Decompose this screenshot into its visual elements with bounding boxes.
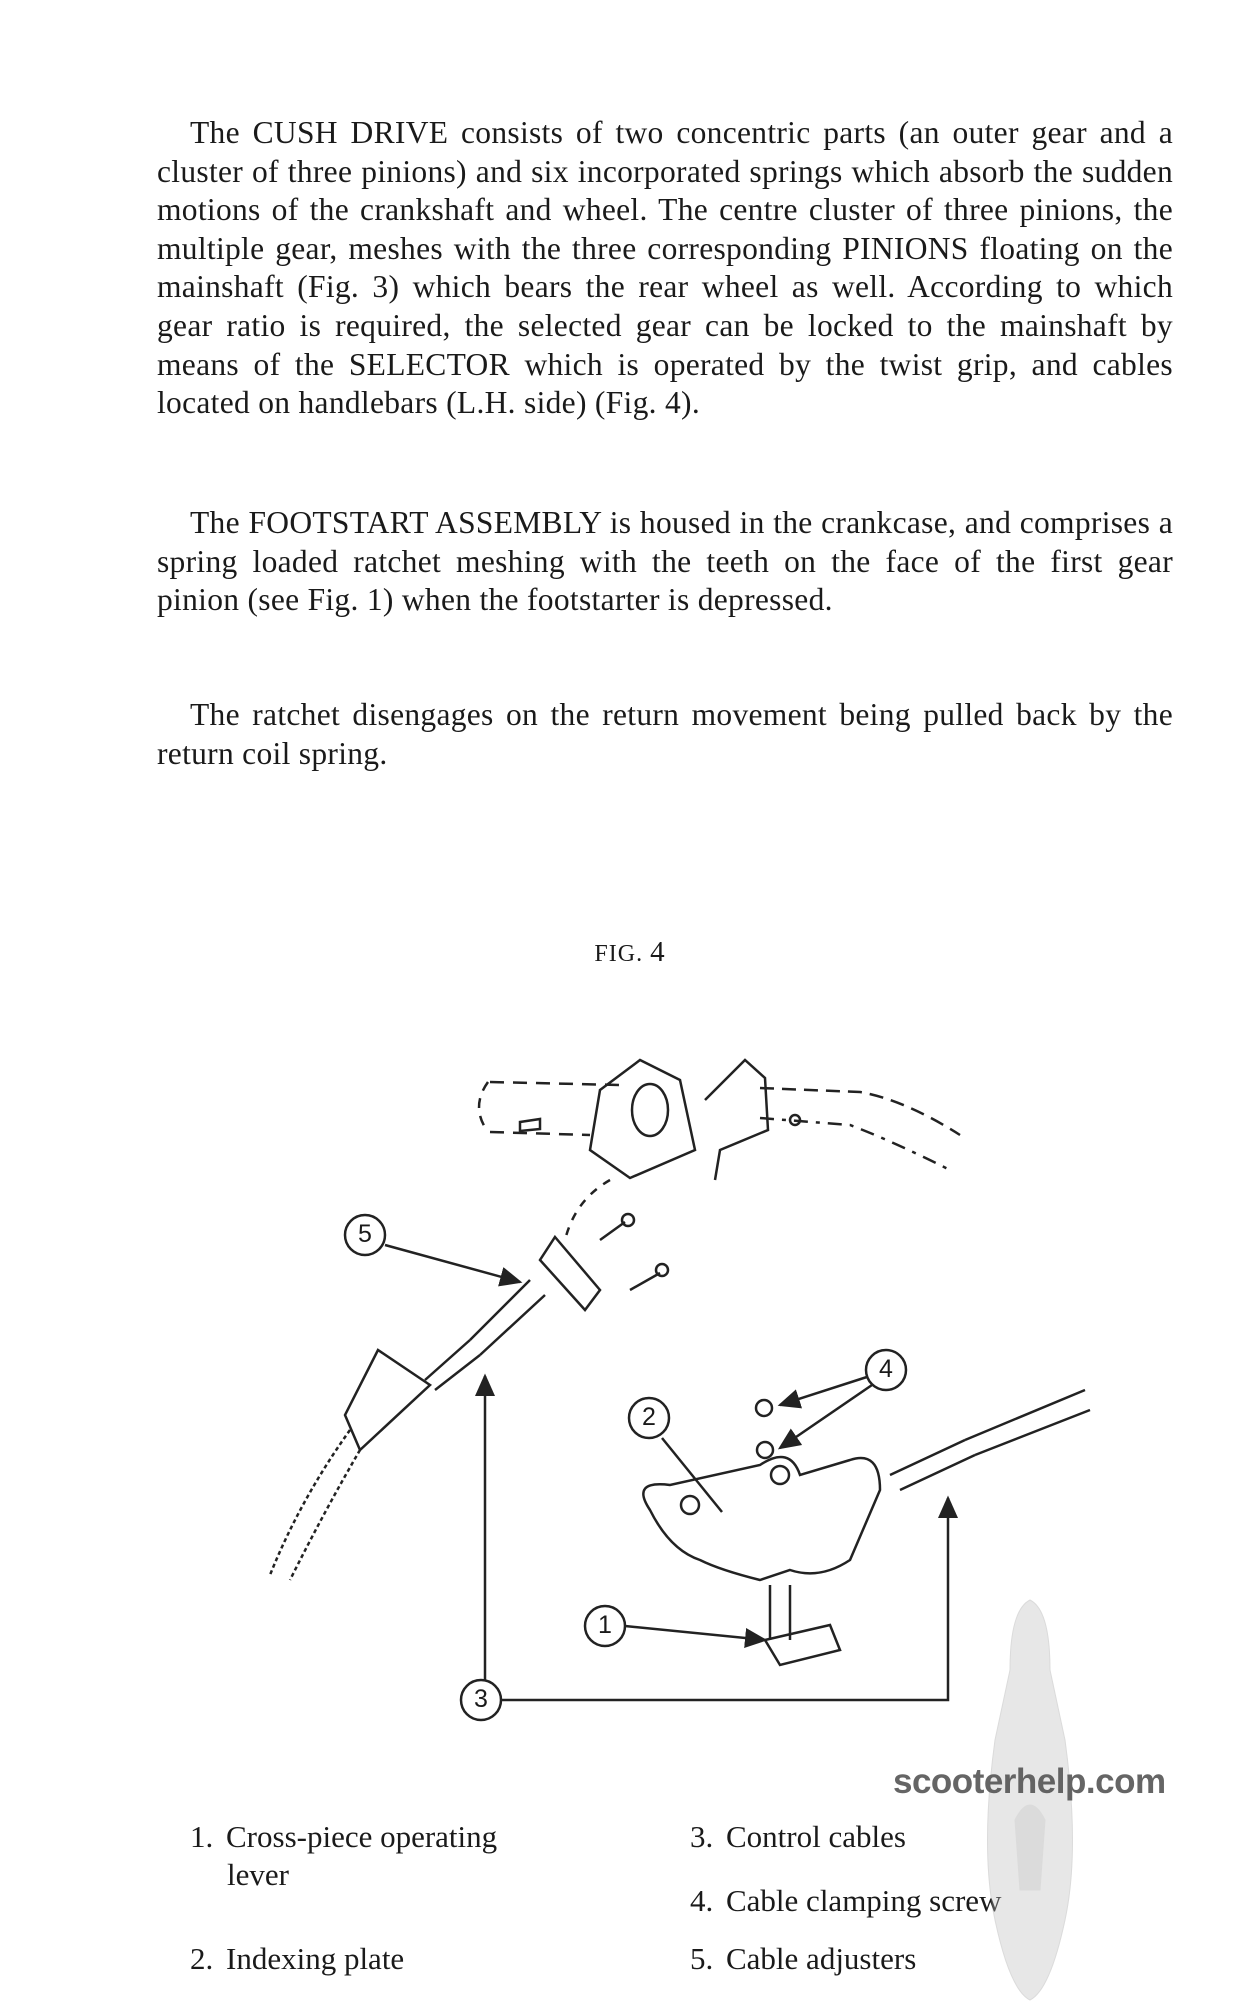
- legend-item-4: 4. Cable clamping screw: [690, 1882, 1001, 1920]
- legend-item-5: 5. Cable adjusters: [690, 1940, 916, 1978]
- legend-text-continued: lever: [227, 1857, 289, 1892]
- legend-text: Indexing plate: [226, 1941, 405, 1976]
- paragraph-footstart: The FOOTSTART ASSEMBLY is housed in the …: [157, 504, 1173, 620]
- cable-adjuster-assembly: [268, 1212, 670, 1581]
- paragraph-ratchet: The ratchet disengages on the return mov…: [157, 696, 1173, 773]
- legend-number: 2.: [190, 1941, 214, 1976]
- legend-number: 5.: [690, 1941, 714, 1976]
- paragraph-text: The ratchet disengages on the return mov…: [157, 697, 1173, 771]
- legend-number: 3.: [690, 1819, 714, 1854]
- legend-text: Cable clamping screw: [726, 1883, 1002, 1918]
- callout-2: 2: [642, 1403, 656, 1431]
- legend-number: 4.: [690, 1883, 714, 1918]
- legend-number: 1.: [190, 1819, 214, 1854]
- legend-text: Control cables: [726, 1819, 906, 1854]
- callout-3: 3: [474, 1685, 488, 1713]
- indexing-plate-assembly: [642, 1388, 1091, 1667]
- paragraph-cush-drive: The CUSH DRIVE consists of two concentri…: [157, 114, 1173, 423]
- paragraph-text: The CUSH DRIVE consists of two concentri…: [157, 115, 1173, 421]
- watermark-text: scooterhelp.com: [893, 1762, 1166, 1801]
- callout-5: 5: [358, 1220, 372, 1248]
- callout-circles: [343, 1213, 908, 1722]
- figure-title-prefix: FIG.: [594, 941, 644, 967]
- scooter-watermark-icon: [987, 1599, 1073, 2001]
- handlebar-outline: [477, 1080, 961, 1241]
- twist-grip-bracket: [518, 1058, 802, 1181]
- legend-text: Cross-piece operating: [226, 1819, 498, 1854]
- callout-lines: [384, 1243, 958, 1702]
- figure-title-number: 4: [650, 936, 666, 968]
- legend-item-3: 3. Control cables: [690, 1818, 906, 1856]
- legend-text: Cable adjusters: [726, 1941, 917, 1976]
- callout-4: 4: [879, 1355, 893, 1383]
- legend-item-2: 2. Indexing plate: [190, 1940, 404, 1978]
- paragraph-text: The FOOTSTART ASSEMBLY is housed in the …: [157, 505, 1173, 618]
- callout-1: 1: [598, 1611, 612, 1639]
- figure-title: FIG. 4: [0, 936, 1260, 969]
